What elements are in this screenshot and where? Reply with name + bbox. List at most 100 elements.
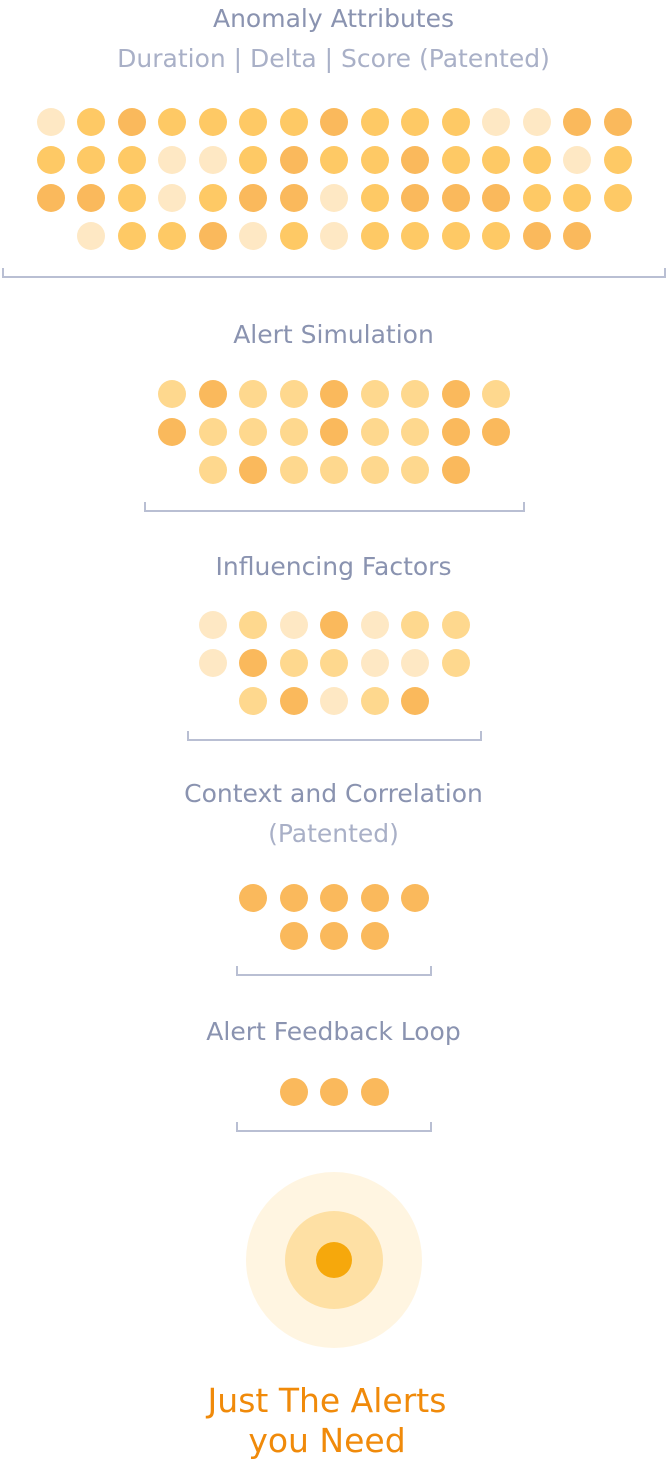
dot-anomaly-attributes-r1-c2 xyxy=(77,108,105,136)
stage-subtitle-anomaly-attributes: Duration | Delta | Score (Patented) xyxy=(117,44,550,73)
target-core-dot xyxy=(316,1242,352,1278)
dot-anomaly-attributes-r1-c12 xyxy=(482,108,510,136)
dot-anomaly-attributes-r4-c5 xyxy=(239,222,267,250)
dot-influencing-factors-r1-c3 xyxy=(279,611,308,639)
dot-anomaly-attributes-r3-c11 xyxy=(441,184,470,212)
dot-context-correlation-r2-c2 xyxy=(320,922,348,950)
dot-influencing-factors-r2-c4 xyxy=(320,649,348,677)
dot-anomaly-attributes-r3-c4 xyxy=(158,184,186,212)
dot-anomaly-attributes-r4-c9 xyxy=(401,222,429,250)
outcome-line-1: Just The Alerts xyxy=(207,1381,447,1420)
dot-context-correlation-r1-c4 xyxy=(360,884,389,912)
dot-anomaly-attributes-r2-c1 xyxy=(36,146,65,174)
dot-anomaly-attributes-r3-c13 xyxy=(522,184,551,212)
dot-anomaly-attributes-r3-c2 xyxy=(77,184,105,212)
dot-alert-simulation-r3-c6 xyxy=(401,456,429,484)
dot-influencing-factors-r3-c1 xyxy=(239,687,267,715)
dot-anomaly-attributes-r1-c13 xyxy=(522,108,551,136)
dot-anomaly-attributes-r4-c2 xyxy=(117,222,146,250)
dot-anomaly-attributes-r4-c11 xyxy=(482,222,510,250)
dot-context-correlation-r1-c3 xyxy=(320,884,348,912)
dot-anomaly-attributes-r2-c12 xyxy=(482,146,510,174)
dot-alert-simulation-r2-c9 xyxy=(482,418,510,446)
dot-alert-simulation-r2-c3 xyxy=(239,418,267,446)
dot-anomaly-attributes-r3-c5 xyxy=(198,184,227,212)
dot-anomaly-attributes-r3-c1 xyxy=(36,184,65,212)
dot-influencing-factors-r1-c5 xyxy=(360,611,389,639)
dot-alert-simulation-r3-c1 xyxy=(198,456,227,484)
dot-alert-simulation-r3-c2 xyxy=(239,456,267,484)
dot-anomaly-attributes-r3-c6 xyxy=(239,184,267,212)
bracket-alert-feedback-loop xyxy=(236,1122,432,1132)
dot-alert-simulation-r1-c7 xyxy=(401,380,429,408)
dot-alert-simulation-r1-c9 xyxy=(482,380,510,408)
dot-alert-simulation-r1-c8 xyxy=(441,380,470,408)
dot-anomaly-attributes-r2-c15 xyxy=(603,146,632,174)
dot-influencing-factors-r3-c3 xyxy=(320,687,348,715)
dot-influencing-factors-r2-c1 xyxy=(198,649,227,677)
dot-alert-simulation-r2-c4 xyxy=(279,418,308,446)
bracket-anomaly-attributes xyxy=(2,268,666,278)
stage-title-anomaly-attributes: Anomaly Attributes xyxy=(212,4,454,33)
dot-alert-simulation-r3-c4 xyxy=(320,456,348,484)
dot-anomaly-attributes-r2-c9 xyxy=(360,146,389,174)
dot-anomaly-attributes-r1-c5 xyxy=(198,108,227,136)
dot-influencing-factors-r2-c6 xyxy=(401,649,429,677)
dot-influencing-factors-r3-c2 xyxy=(279,687,308,715)
stage-title-alert-feedback-loop: Alert Feedback Loop xyxy=(206,1017,461,1046)
dot-anomaly-attributes-r4-c10 xyxy=(441,222,470,250)
dot-context-correlation-r2-c3 xyxy=(360,922,389,950)
dot-alert-simulation-r2-c6 xyxy=(360,418,389,446)
dot-context-correlation-r1-c2 xyxy=(279,884,308,912)
dot-anomaly-attributes-r1-c1 xyxy=(36,108,65,136)
dot-anomaly-attributes-r2-c11 xyxy=(441,146,470,174)
dot-context-correlation-r1-c1 xyxy=(239,884,267,912)
dot-anomaly-attributes-r3-c10 xyxy=(401,184,429,212)
dot-influencing-factors-r2-c3 xyxy=(279,649,308,677)
dot-influencing-factors-r2-c2 xyxy=(239,649,267,677)
dot-anomaly-attributes-r4-c7 xyxy=(320,222,348,250)
dot-anomaly-attributes-r1-c9 xyxy=(360,108,389,136)
dot-anomaly-attributes-r3-c15 xyxy=(603,184,632,212)
dot-alert-simulation-r1-c3 xyxy=(239,380,267,408)
dot-alert-feedback-loop-r1-c1 xyxy=(279,1078,308,1106)
dot-anomaly-attributes-r2-c14 xyxy=(563,146,591,174)
dot-alert-simulation-r1-c6 xyxy=(360,380,389,408)
dot-alert-simulation-r3-c7 xyxy=(441,456,470,484)
dot-anomaly-attributes-r3-c9 xyxy=(360,184,389,212)
bracket-influencing-factors xyxy=(187,731,482,741)
dot-anomaly-attributes-r2-c7 xyxy=(279,146,308,174)
dot-influencing-factors-r3-c4 xyxy=(360,687,389,715)
dot-anomaly-attributes-r3-c12 xyxy=(482,184,510,212)
dot-alert-simulation-r1-c2 xyxy=(198,380,227,408)
dot-alert-simulation-r1-c1 xyxy=(158,380,186,408)
stage-title-context-correlation: Context and Correlation xyxy=(184,779,483,808)
dot-anomaly-attributes-r4-c13 xyxy=(563,222,591,250)
stage-subtitle-context-correlation: (Patented) xyxy=(268,819,399,848)
dot-anomaly-attributes-r1-c8 xyxy=(320,108,348,136)
dot-alert-feedback-loop-r1-c2 xyxy=(320,1078,348,1106)
dot-anomaly-attributes-r2-c6 xyxy=(239,146,267,174)
stage-title-alert-simulation: Alert Simulation xyxy=(233,320,434,349)
dot-anomaly-attributes-r2-c5 xyxy=(198,146,227,174)
dot-anomaly-attributes-r3-c7 xyxy=(279,184,308,212)
dot-anomaly-attributes-r4-c3 xyxy=(158,222,186,250)
dot-influencing-factors-r2-c7 xyxy=(441,649,470,677)
dot-anomaly-attributes-r4-c8 xyxy=(360,222,389,250)
dot-anomaly-attributes-r1-c10 xyxy=(401,108,429,136)
dot-influencing-factors-r2-c5 xyxy=(360,649,389,677)
dot-anomaly-attributes-r4-c4 xyxy=(198,222,227,250)
dot-context-correlation-r1-c5 xyxy=(401,884,429,912)
dot-anomaly-attributes-r4-c6 xyxy=(279,222,308,250)
dot-anomaly-attributes-r2-c10 xyxy=(401,146,429,174)
dot-anomaly-attributes-r4-c1 xyxy=(77,222,105,250)
dot-alert-simulation-r2-c1 xyxy=(158,418,186,446)
dot-alert-simulation-r2-c2 xyxy=(198,418,227,446)
dot-anomaly-attributes-r1-c14 xyxy=(563,108,591,136)
dot-anomaly-attributes-r2-c3 xyxy=(117,146,146,174)
bracket-alert-simulation xyxy=(144,502,525,512)
dot-anomaly-attributes-r2-c8 xyxy=(320,146,348,174)
dot-influencing-factors-r1-c7 xyxy=(441,611,470,639)
bracket-context-correlation xyxy=(236,966,432,976)
dot-anomaly-attributes-r2-c4 xyxy=(158,146,186,174)
